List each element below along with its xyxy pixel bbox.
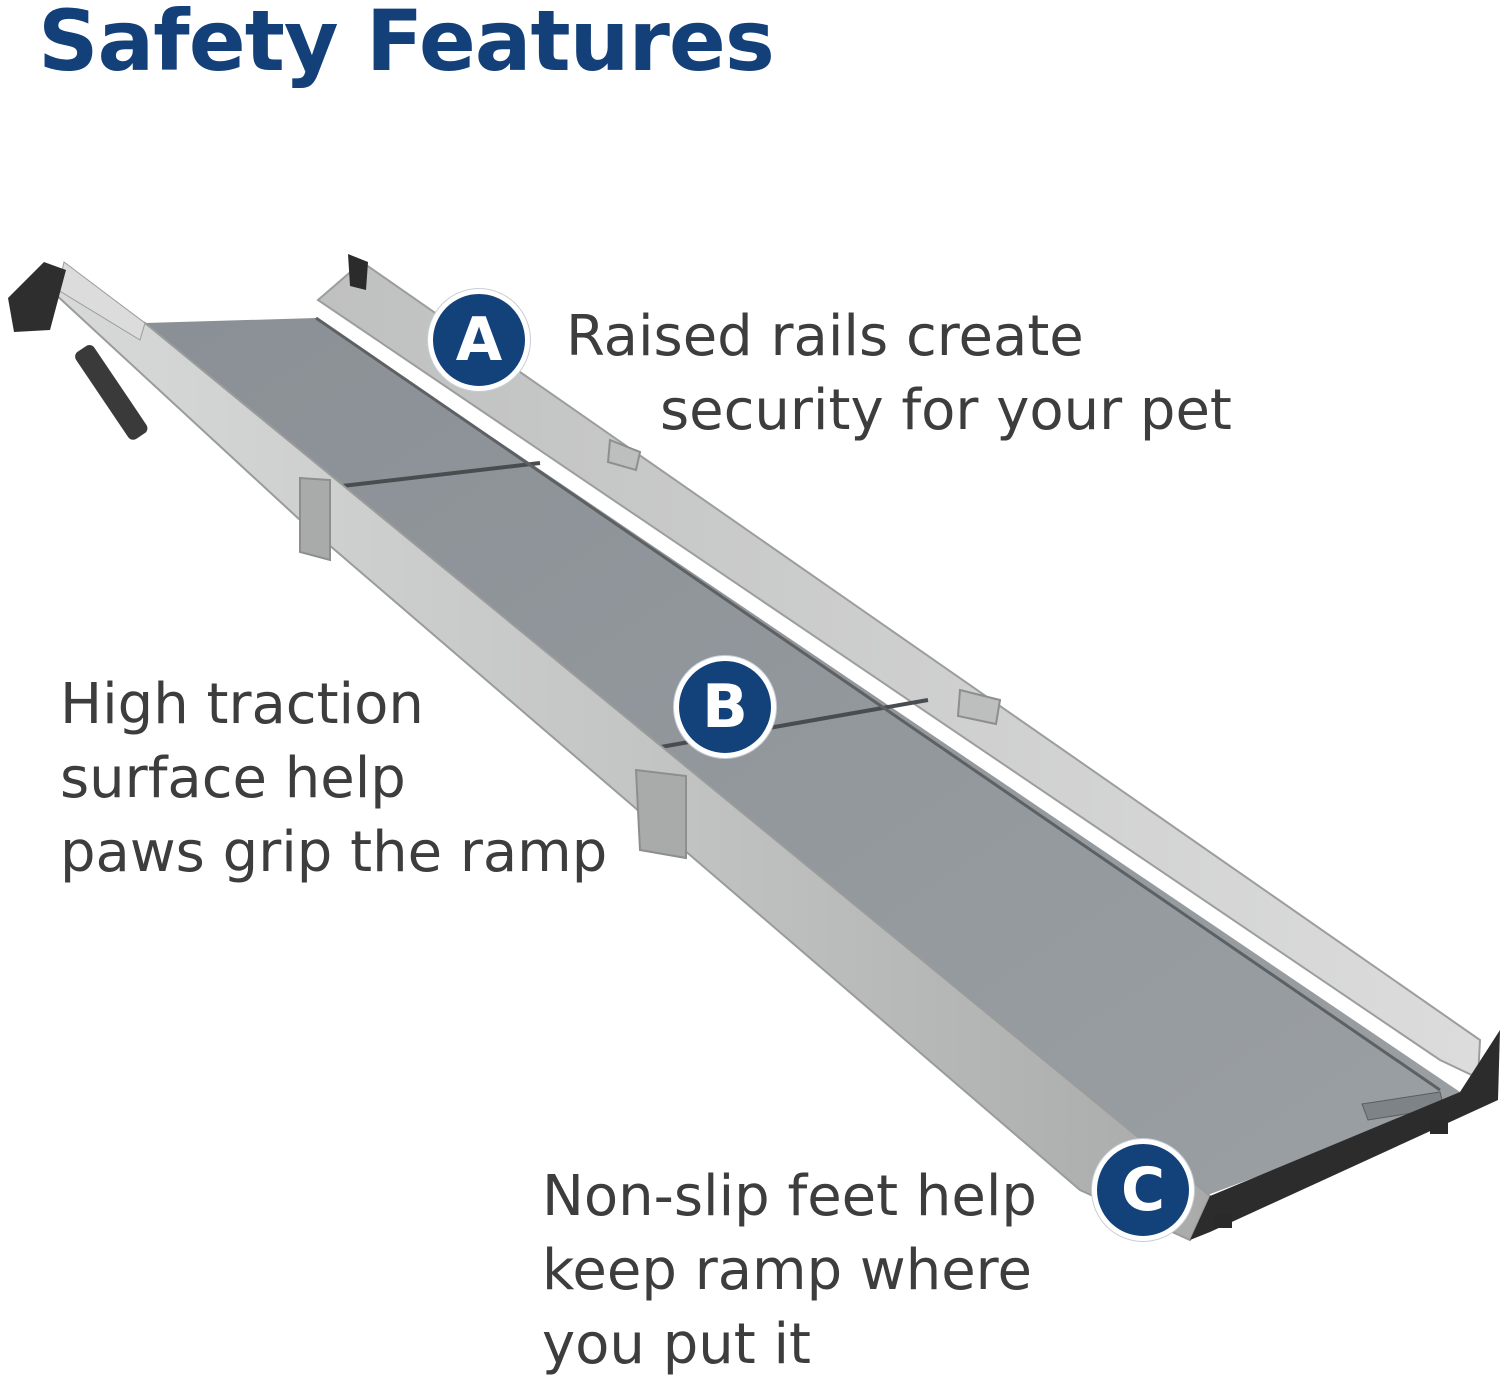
badge-a: A — [428, 289, 530, 391]
feature-b-text: High traction surface help paws grip the… — [60, 668, 607, 890]
feature-c-line-3: you put it — [542, 1312, 812, 1377]
feature-b-line-2: surface help — [60, 746, 406, 811]
badge-c: C — [1092, 1139, 1194, 1241]
feature-a-line-1: Raised rails create — [566, 304, 1084, 369]
feature-a-line-2: security for your pet — [660, 378, 1232, 443]
feature-c-line-2: keep ramp where — [542, 1238, 1032, 1303]
feature-b-line-3: paws grip the ramp — [60, 820, 608, 885]
feature-c-text: Non-slip feet help keep ramp where you p… — [542, 1160, 1037, 1382]
page-title: Safety Features — [38, 0, 775, 90]
feature-a-text: Raised rails create security for your pe… — [566, 300, 1232, 448]
feature-b-line-1: High traction — [60, 672, 424, 737]
badge-b: B — [674, 656, 776, 758]
feature-c-line-1: Non-slip feet help — [542, 1164, 1037, 1229]
